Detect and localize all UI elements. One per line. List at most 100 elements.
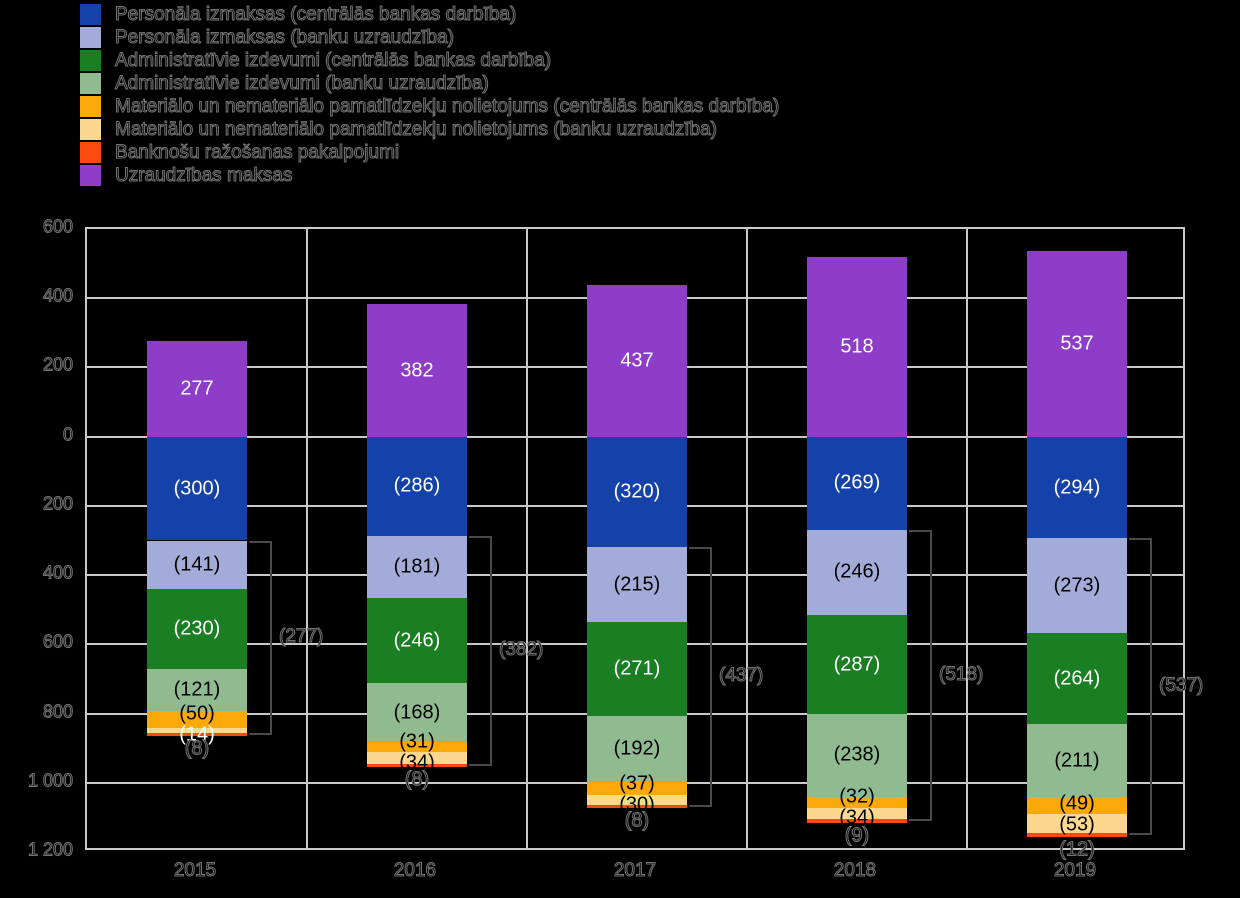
cost-segment	[1027, 797, 1127, 815]
legend-item-label: Personāla izmaksas (banku uzraudzība)	[114, 27, 455, 49]
cost-segment	[367, 752, 467, 765]
cost-segment	[1027, 538, 1127, 633]
cost-segment-label: (168)	[393, 701, 441, 724]
cost-segment-label: (286)	[393, 474, 441, 497]
legend-item: Administratīvie izdevumi (centrālās bank…	[80, 50, 552, 72]
legend-swatch	[80, 96, 101, 117]
gridline-vertical	[526, 229, 528, 848]
cost-segment-label: (294)	[1053, 476, 1101, 499]
cost-segment	[147, 732, 247, 736]
cost-segment-label: (141)	[173, 553, 221, 576]
cost-segment-label: (14)	[179, 723, 215, 746]
cost-segment-label: (238)	[833, 743, 881, 766]
legend-swatch	[80, 73, 101, 94]
cost-segment-label: (8)	[404, 768, 430, 791]
cost-segment	[147, 589, 247, 669]
supervision-fee-segment	[147, 340, 247, 437]
cost-segment-label: (121)	[173, 678, 221, 701]
bracket-top-tick	[689, 547, 712, 550]
cost-segment	[147, 668, 247, 711]
y-tick-label: 1 000	[27, 770, 73, 791]
cost-segment	[1027, 814, 1127, 833]
y-tick-label: 400	[42, 285, 73, 306]
cost-segment	[1027, 436, 1127, 539]
legend-item: Personāla izmaksas (centrālās bankas dar…	[80, 4, 517, 26]
cost-segment-label: (181)	[393, 555, 441, 578]
cost-segment	[147, 436, 247, 541]
cost-segment-label: (211)	[1054, 749, 1100, 772]
legend-swatch	[80, 165, 101, 186]
supervision-fee-segment	[367, 304, 467, 437]
legend-swatch	[80, 142, 101, 163]
cost-segment	[807, 714, 907, 797]
cost-segment-label: (8)	[624, 809, 650, 832]
bracket-total-label: (518)	[938, 663, 984, 685]
cost-segment-label: (192)	[613, 737, 661, 760]
cost-segment-label: (246)	[833, 560, 881, 583]
bracket-total-label: (537)	[1158, 674, 1204, 696]
gridline-vertical	[746, 229, 748, 848]
cost-segment-label: (269)	[833, 471, 881, 494]
cost-segment	[367, 683, 467, 742]
y-tick-label: 400	[42, 562, 73, 583]
supervision-fee-label: 518	[840, 335, 874, 358]
cost-segment-label: (8)	[184, 737, 210, 760]
cost-segment-label: (34)	[399, 751, 435, 774]
legend-item: Materiālo un nemateriālo pamatlīdzekļu n…	[80, 119, 718, 141]
supervision-fee-label: 537	[1060, 332, 1094, 355]
bracket-bottom-tick	[1129, 832, 1152, 835]
cost-segment	[367, 764, 467, 767]
y-tick-label: 800	[42, 701, 73, 722]
bracket-bottom-tick	[249, 732, 272, 735]
bracket-total-label: (437)	[718, 665, 764, 687]
legend-item: Uzraudzības maksas	[80, 165, 293, 187]
cost-segment	[587, 794, 687, 806]
cost-segment	[1027, 832, 1127, 837]
cost-segment-label: (53)	[1059, 813, 1095, 836]
bracket-vertical	[930, 529, 932, 822]
supervision-fee-segment	[807, 257, 907, 437]
y-tick-label: 200	[42, 354, 73, 375]
cost-segment	[807, 796, 907, 808]
y-tick-label: 600	[42, 631, 73, 652]
cost-segment	[1027, 632, 1127, 725]
cost-segment	[587, 782, 687, 795]
x-tick-label: 2017	[613, 860, 657, 882]
legend-item-label: Administratīvie izdevumi (banku uzraudzī…	[115, 73, 490, 95]
legend-item: Administratīvie izdevumi (banku uzraudzī…	[80, 73, 490, 95]
cost-segment	[807, 436, 907, 530]
x-tick-label: 2015	[173, 860, 217, 882]
bracket-top-tick	[249, 540, 272, 543]
x-tick-label: 2018	[833, 860, 877, 882]
legend-item: Materiālo un nemateriālo pamatlīdzekļu n…	[80, 96, 780, 118]
bracket-bottom-tick	[689, 805, 712, 808]
cost-segment	[587, 547, 687, 622]
cost-segment-label: (12)	[1059, 838, 1096, 861]
supervision-fee-label: 437	[620, 349, 654, 372]
legend-item: Personāla izmaksas (banku uzraudzība)	[80, 27, 455, 49]
cost-segment-label: (273)	[1053, 574, 1101, 597]
cost-segment-label: (230)	[173, 617, 221, 640]
cost-segment-label: (31)	[399, 730, 435, 753]
bracket-total-label: (277)	[278, 625, 324, 647]
cost-segment	[147, 540, 247, 590]
cost-segment	[587, 436, 687, 548]
gridline-vertical	[966, 229, 968, 848]
cost-segment	[367, 598, 467, 684]
cost-segment-label: (246)	[393, 629, 441, 652]
bracket-bottom-tick	[469, 764, 492, 767]
legend-swatch	[80, 4, 101, 25]
supervision-fee-segment	[587, 285, 687, 437]
cost-segment	[367, 436, 467, 536]
cost-segment	[807, 614, 907, 715]
legend-item-label: Materiālo un nemateriālo pamatlīdzekļu n…	[114, 96, 780, 118]
supervision-fee-segment	[1027, 250, 1127, 437]
supervision-fee-label: 277	[180, 377, 214, 400]
y-tick-label: 200	[42, 493, 73, 514]
supervision-fee-label: 382	[400, 359, 434, 382]
cost-segment	[807, 529, 907, 615]
bracket-vertical	[710, 547, 712, 808]
legend-swatch	[80, 27, 101, 48]
cost-segment	[807, 819, 907, 823]
